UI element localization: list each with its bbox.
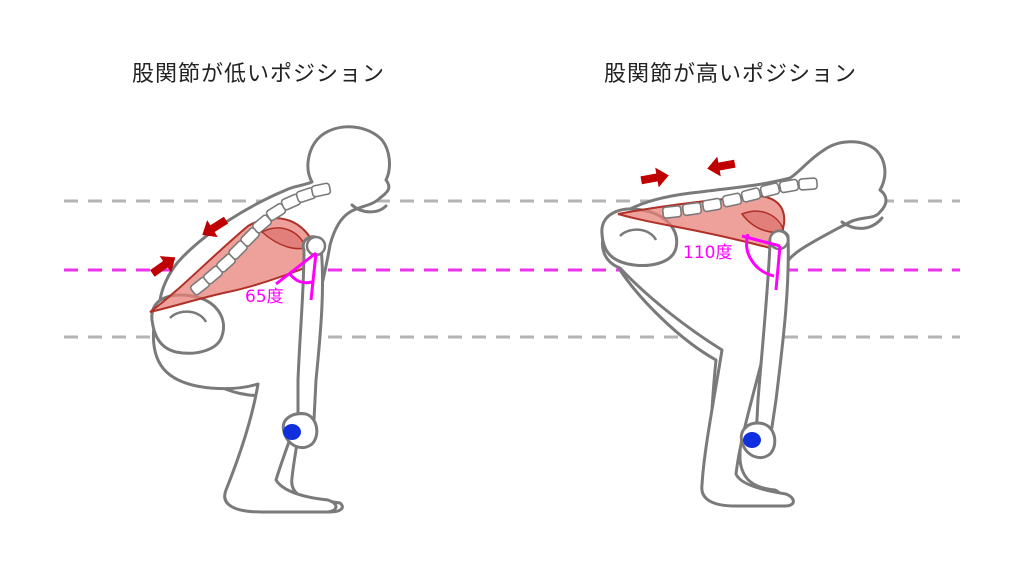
right-panel-title: 股関節が高いポジション (604, 62, 858, 87)
red-arrow-icon (639, 165, 671, 191)
right-figure-pelvis-inner (619, 228, 658, 241)
left-figure (146, 125, 391, 514)
left-figure-body (151, 125, 391, 514)
left-figure-jaw (350, 203, 388, 214)
red-arrow-icon (705, 153, 737, 179)
right-angle-arc (745, 233, 775, 278)
dumbbell-icon (743, 432, 761, 448)
left-angle-label: 65度 (245, 287, 284, 307)
left-figure-pelvis-inner (169, 310, 208, 323)
left-angle-arc (288, 273, 313, 285)
right-angle-arm-ray (774, 245, 782, 291)
right-angle-label: 110度 (683, 243, 732, 263)
left-angle-torso-ray (275, 251, 317, 286)
left-angle-arm-ray (309, 252, 318, 301)
left-figure-shoulder-joint (305, 235, 327, 257)
dumbbell-icon (283, 424, 301, 440)
left-panel-title: 股関節が低いポジション (132, 62, 386, 87)
right-figure (600, 140, 888, 508)
right-figure-jaw (840, 216, 884, 230)
